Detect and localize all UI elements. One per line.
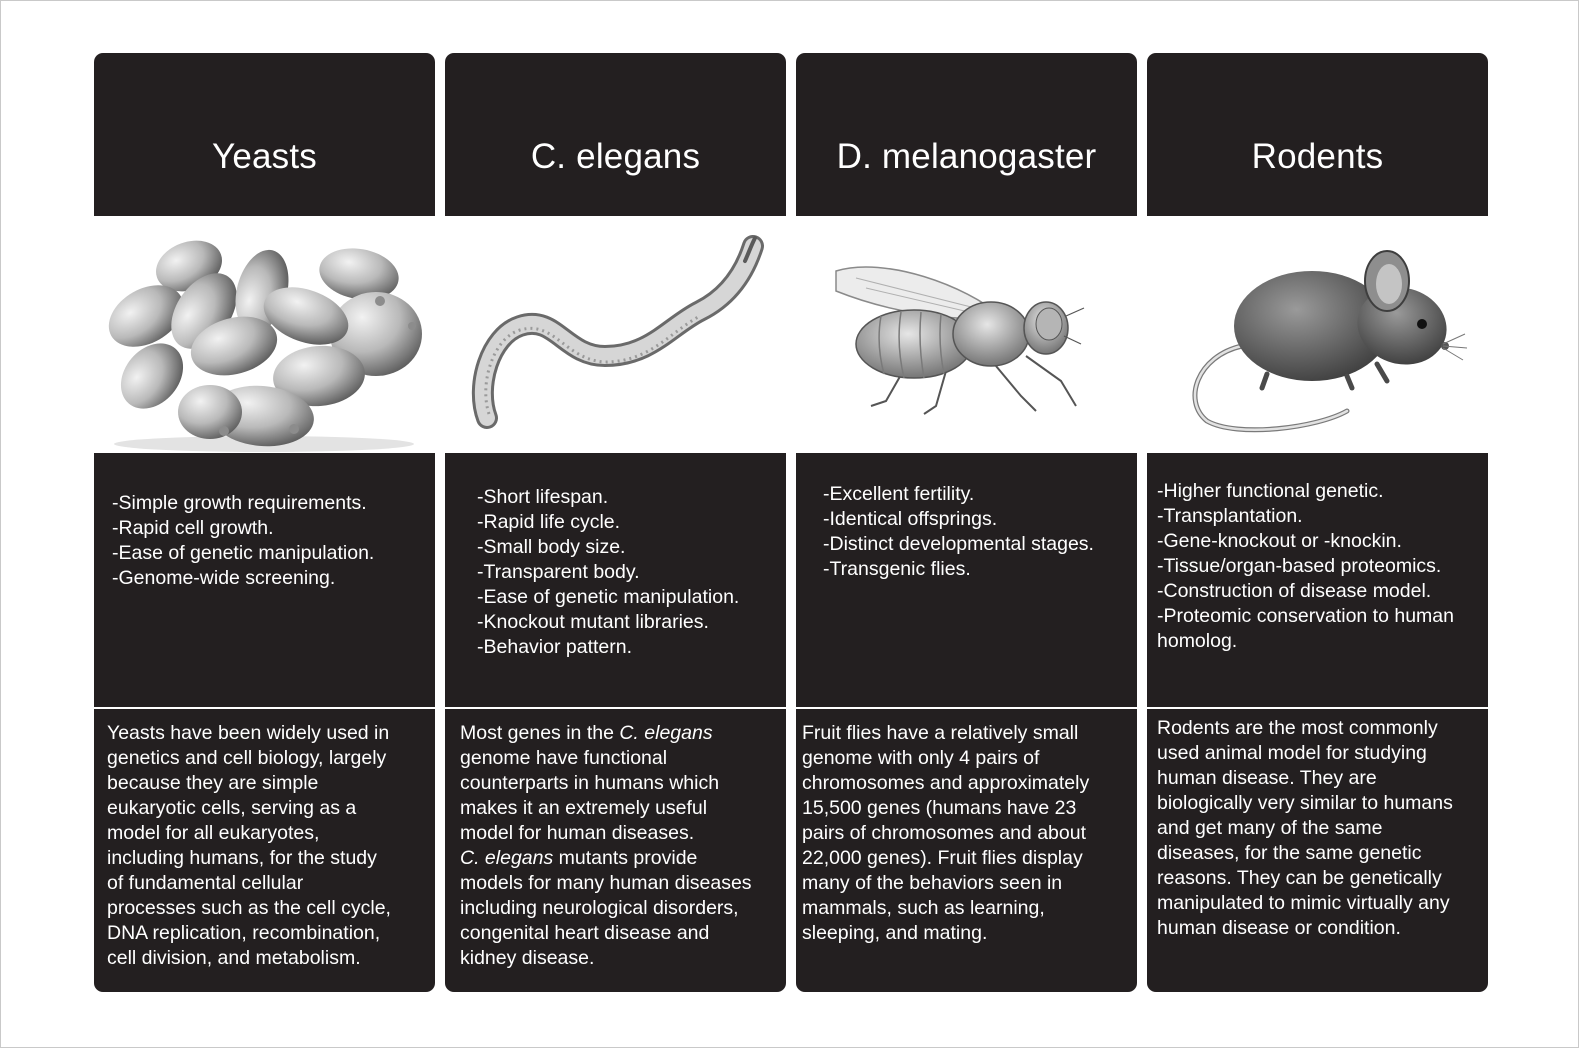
column-title: C. elegans	[445, 53, 786, 216]
divider	[1147, 707, 1488, 709]
description-line: Rodents are the most commonly	[1157, 717, 1438, 739]
advantage-item: -Construction of disease model.	[1157, 580, 1432, 602]
advantage-item: -Gene-knockout or -knockin.	[1157, 530, 1402, 552]
advantage-item: -Simple growth requirements.	[112, 492, 367, 514]
mouse-illustration	[1147, 216, 1488, 453]
advantages-list: -Short lifespan. -Rapid life cycle. -Sma…	[445, 453, 786, 707]
description-line: pairs of chromosomes and about	[802, 822, 1086, 844]
advantage-item: -Ease of genetic manipulation.	[477, 586, 740, 608]
description-text: Yeasts have been widely used in genetics…	[94, 709, 435, 992]
description-line: genetics and cell biology, largely	[107, 747, 387, 769]
advantage-item: -Higher functional genetic.	[1157, 480, 1384, 502]
description-line: of fundamental cellular	[107, 872, 304, 894]
advantage-item: -Distinct developmental stages.	[823, 533, 1094, 555]
advantage-item: -Rapid life cycle.	[477, 511, 621, 533]
column-title: Rodents	[1147, 53, 1488, 216]
description-line: diseases, for the same genetic	[1157, 842, 1422, 864]
description-line: eukaryotic cells, serving as a	[107, 797, 357, 819]
description-line: genome have functional	[460, 747, 668, 769]
description-line: 15,500 genes (humans have 23	[802, 797, 1077, 819]
description-line: many of the behaviors seen in	[802, 872, 1063, 894]
description-line: kidney disease.	[460, 947, 595, 969]
advantage-item: -Identical offsprings.	[823, 508, 998, 530]
description-line: DNA replication, recombination,	[107, 922, 381, 944]
description-line: model for all eukaryotes,	[107, 822, 320, 844]
advantage-item: -Transgenic flies.	[823, 558, 971, 580]
column-c-elegans: C. elegans -Short lifespan. -Rapid life …	[445, 53, 786, 992]
description-text: Fruit flies have a relatively small geno…	[796, 709, 1137, 992]
description-line: used animal model for studying	[1157, 742, 1427, 764]
advantage-item: -Proteomic conservation to human homolog…	[1157, 605, 1454, 652]
description-line: Fruit flies have a relatively small	[802, 722, 1079, 744]
advantage-item: -Behavior pattern.	[477, 636, 633, 658]
description-line: chromosomes and approximately	[802, 772, 1090, 794]
advantages-list: -Simple growth requirements. -Rapid cell…	[94, 453, 435, 707]
description-line: mammals, such as learning,	[802, 897, 1045, 919]
description-line: including humans, for the study	[107, 847, 377, 869]
description-line: genome with only 4 pairs of	[802, 747, 1040, 769]
advantage-item: -Knockout mutant libraries.	[477, 611, 709, 633]
description-line: manipulated to mimic virtually any	[1157, 892, 1450, 914]
description-line: models for many human diseases	[460, 872, 752, 894]
divider	[796, 707, 1137, 709]
advantage-item: -Genome-wide screening.	[112, 567, 336, 589]
description-line: cell division, and metabolism.	[107, 947, 361, 969]
description-text: Most genes in the C. elegans genome have…	[445, 709, 786, 992]
description-line: because they are simple	[107, 772, 319, 794]
description-line: including neurological disorders,	[460, 897, 739, 919]
fruit-fly-illustration	[796, 216, 1137, 453]
advantage-item: -Rapid cell growth.	[112, 517, 274, 539]
advantage-item: -Transplantation.	[1157, 505, 1303, 527]
species-name-italic: C. elegans	[619, 722, 713, 744]
species-name-italic: C. elegans	[460, 847, 554, 869]
description-line: sleeping, and mating.	[802, 922, 988, 944]
description-line: counterparts in humans which	[460, 772, 720, 794]
description-line: biologically very similar to humans	[1157, 792, 1453, 814]
description-line: Yeasts have been widely used in	[107, 722, 390, 744]
divider	[94, 707, 435, 709]
description-line: and get many of the same	[1157, 817, 1383, 839]
advantage-item: -Short lifespan.	[477, 486, 609, 508]
description-line: congenital heart disease and	[460, 922, 710, 944]
column-title: Yeasts	[94, 53, 435, 216]
description-line: 22,000 genes). Fruit flies display	[802, 847, 1083, 869]
worm-illustration	[445, 216, 786, 453]
advantages-list: -Excellent fertility. -Identical offspri…	[796, 453, 1137, 707]
description-line: processes such as the cell cycle,	[107, 897, 391, 919]
column-d-melanogaster: D. melanogaster -Excellen	[796, 53, 1137, 992]
description-line: reasons. They can be genetically	[1157, 867, 1442, 889]
advantages-list: -Higher functional genetic. -Transplanta…	[1147, 453, 1488, 707]
description-line: Most genes in the C. elegans	[460, 722, 713, 744]
description-line: human disease. They are	[1157, 767, 1377, 789]
divider	[445, 707, 786, 709]
advantage-item: -Small body size.	[477, 536, 626, 558]
advantage-item: -Tissue/organ-based proteomics.	[1157, 555, 1442, 577]
description-line: makes it an extremely useful	[460, 797, 708, 819]
description-text: Rodents are the most commonly used anima…	[1147, 709, 1488, 992]
description-line: model for human diseases.	[460, 822, 695, 844]
column-title: D. melanogaster	[796, 53, 1137, 216]
column-yeasts: Yeasts	[94, 53, 435, 992]
advantage-item: -Ease of genetic manipulation.	[112, 542, 375, 564]
description-line: human disease or condition.	[1157, 917, 1401, 939]
description-line: C. elegans mutants provide	[460, 847, 698, 869]
advantage-item: -Transparent body.	[477, 561, 640, 583]
yeast-illustration	[94, 216, 435, 453]
column-rodents: Rodents -Hi	[1147, 53, 1488, 992]
advantage-item: -Excellent fertility.	[823, 483, 975, 505]
